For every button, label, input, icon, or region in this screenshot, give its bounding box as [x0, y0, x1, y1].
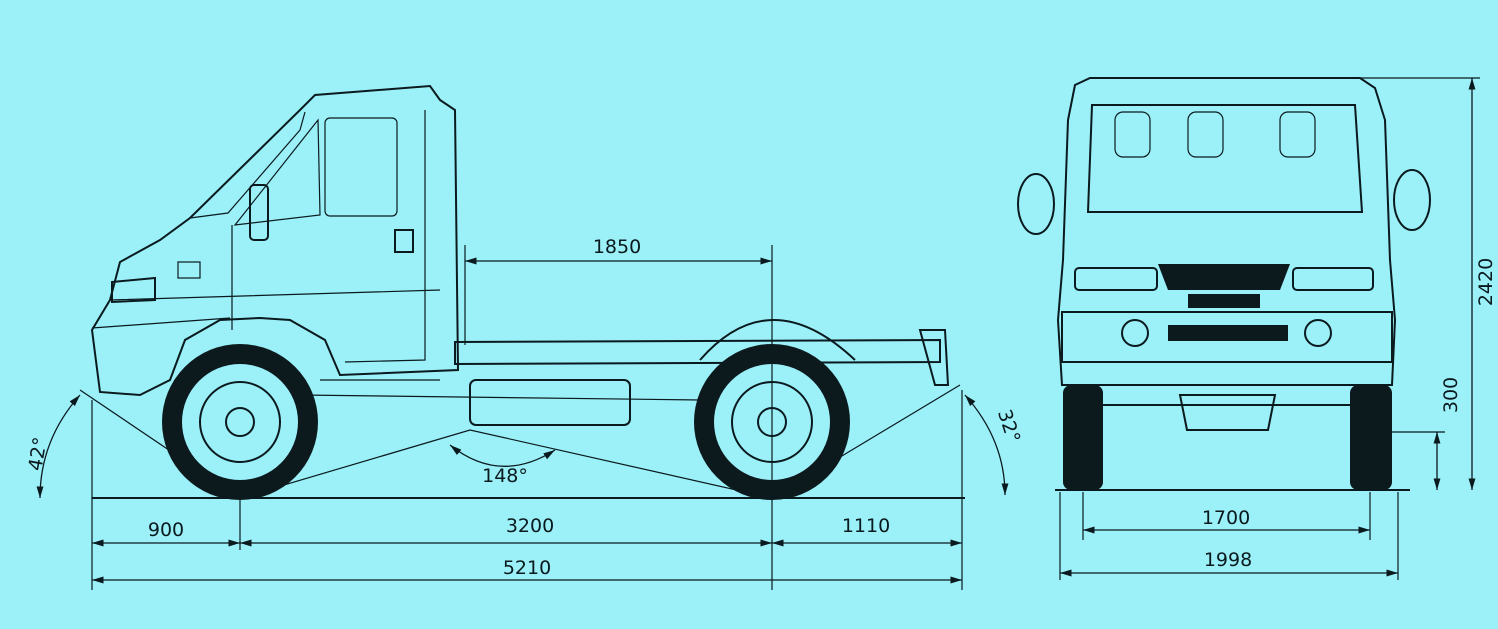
- front-axle: [1100, 394, 1360, 431]
- rear-crossmember: [918, 329, 950, 386]
- label-wheelbase: 3200: [506, 515, 554, 537]
- label-rear-overhang: 1110: [842, 515, 890, 537]
- headlight-right: [1292, 267, 1374, 291]
- headrest-center: [1187, 111, 1224, 158]
- headlight: [111, 276, 156, 304]
- label-front-overhang: 900: [148, 519, 184, 541]
- frame-rail: [454, 338, 941, 366]
- cab-outline: [90, 84, 460, 397]
- departure-arc: [964, 394, 1009, 496]
- front-wheel: [162, 344, 318, 500]
- mirror: [249, 184, 269, 241]
- badge: [1188, 294, 1260, 308]
- windshield: [1086, 104, 1364, 213]
- headrest-right: [1279, 111, 1316, 158]
- door-window: [324, 117, 398, 217]
- label-track: 1700: [1202, 507, 1250, 529]
- label-breakover-angle: 148°: [482, 465, 528, 487]
- fuel-tank: [469, 379, 631, 426]
- side-view: 1850 900 3200 1110 5210 42° 148° 32°: [24, 84, 1024, 590]
- foglight-right: [1304, 319, 1332, 347]
- a-pillar: [189, 111, 306, 219]
- angle-lines: [79, 384, 961, 499]
- front-tire-right: [1350, 385, 1392, 490]
- label-overall-length: 5210: [503, 557, 551, 579]
- mirror-left: [1017, 173, 1055, 235]
- label-overall-width: 1998: [1204, 549, 1252, 571]
- rear-fender: [699, 319, 856, 361]
- bumper: [1061, 311, 1393, 363]
- label-departure-angle: 32°: [993, 407, 1024, 446]
- driveline: [299, 379, 701, 401]
- breakover-arc: [449, 444, 556, 467]
- indicator: [177, 261, 201, 279]
- door-handle: [394, 229, 414, 253]
- grille: [1158, 264, 1290, 290]
- headrest-left: [1114, 111, 1151, 158]
- label-approach-angle: 42°: [24, 435, 52, 472]
- label-overall-height: 2420: [1475, 258, 1497, 306]
- body-lines: [91, 289, 441, 329]
- approach-arc: [36, 394, 81, 499]
- lower-grille: [1168, 325, 1288, 341]
- front-tire-left: [1063, 385, 1103, 490]
- headlight-left: [1074, 267, 1158, 291]
- side-window: [233, 118, 321, 226]
- door-outline: [231, 110, 426, 363]
- label-ground-clearance: 300: [1440, 377, 1462, 413]
- front-view: 1700 1998 2420 300: [1017, 77, 1497, 580]
- label-cab-to-axle: 1850: [593, 236, 641, 258]
- mirror-right: [1393, 169, 1431, 231]
- foglight-left: [1121, 319, 1149, 347]
